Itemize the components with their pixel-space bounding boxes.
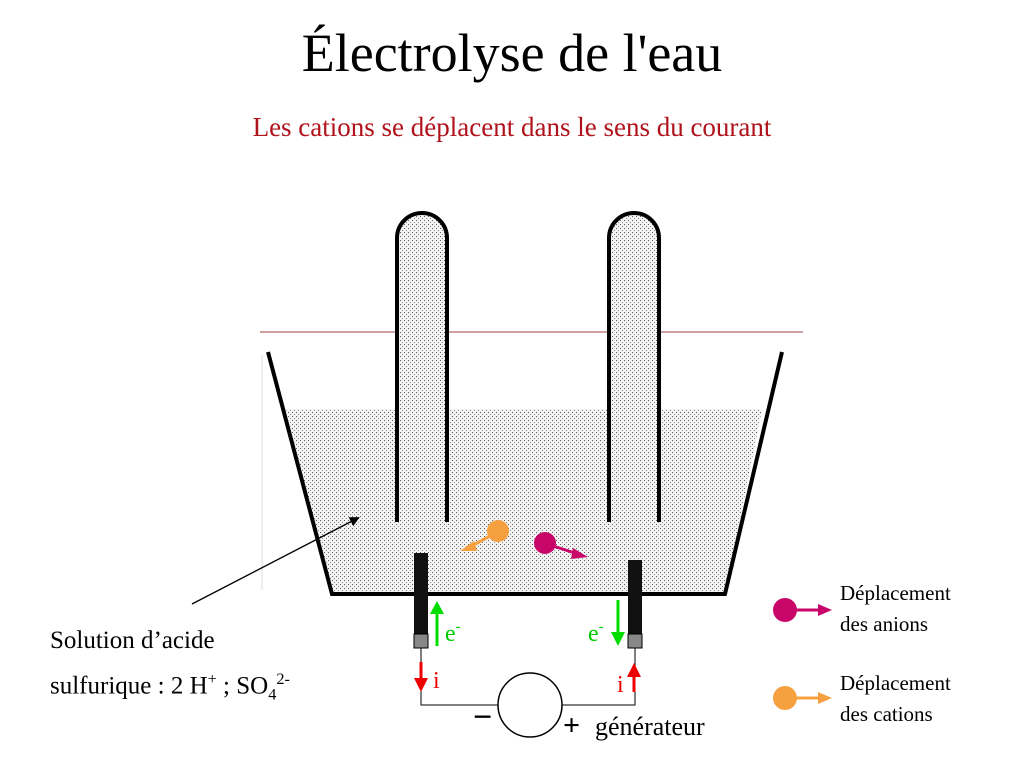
electrode-right	[627, 560, 643, 649]
current-arrow-left	[414, 662, 428, 692]
minus-sign: −	[473, 699, 492, 736]
anion-ion	[534, 532, 588, 559]
acid-solution	[286, 409, 762, 594]
test-tube-right	[607, 211, 661, 522]
page-subtitle: Les cations se déplacent dans le sens du…	[252, 112, 772, 142]
legend-anions-label: Déplacement des anions	[840, 581, 951, 636]
page-title: Électrolyse de l'eau	[301, 23, 723, 83]
solution-label-line1: Solution d’acide	[50, 627, 215, 654]
electrode-left	[413, 553, 429, 649]
generator-label: générateur	[595, 712, 705, 741]
current-label-right: i	[617, 672, 624, 698]
electron-arrow-left	[430, 601, 444, 646]
electron-label-left: e-	[445, 619, 461, 647]
cation-ion	[460, 520, 509, 551]
legend-cations-label: Déplacement des cations	[840, 671, 951, 726]
current-label-left: i	[433, 668, 440, 694]
test-tube-left	[395, 211, 449, 522]
legend-cation-icon	[773, 686, 832, 710]
solution-label-line2: sulfurique : 2 H+ ; SO42-	[50, 670, 290, 704]
solution-pointer-arrow	[191, 517, 360, 605]
plus-sign: +	[563, 709, 580, 742]
solution-label: Solution d’acide sulfurique : 2 H+ ; SO4…	[50, 622, 290, 713]
vessel	[266, 351, 784, 596]
generator-symbol	[497, 672, 563, 738]
electron-label-right: e-	[588, 619, 604, 647]
current-arrow-right	[627, 663, 641, 692]
legend-anion-icon	[773, 598, 832, 622]
electron-arrow-right	[611, 600, 625, 646]
